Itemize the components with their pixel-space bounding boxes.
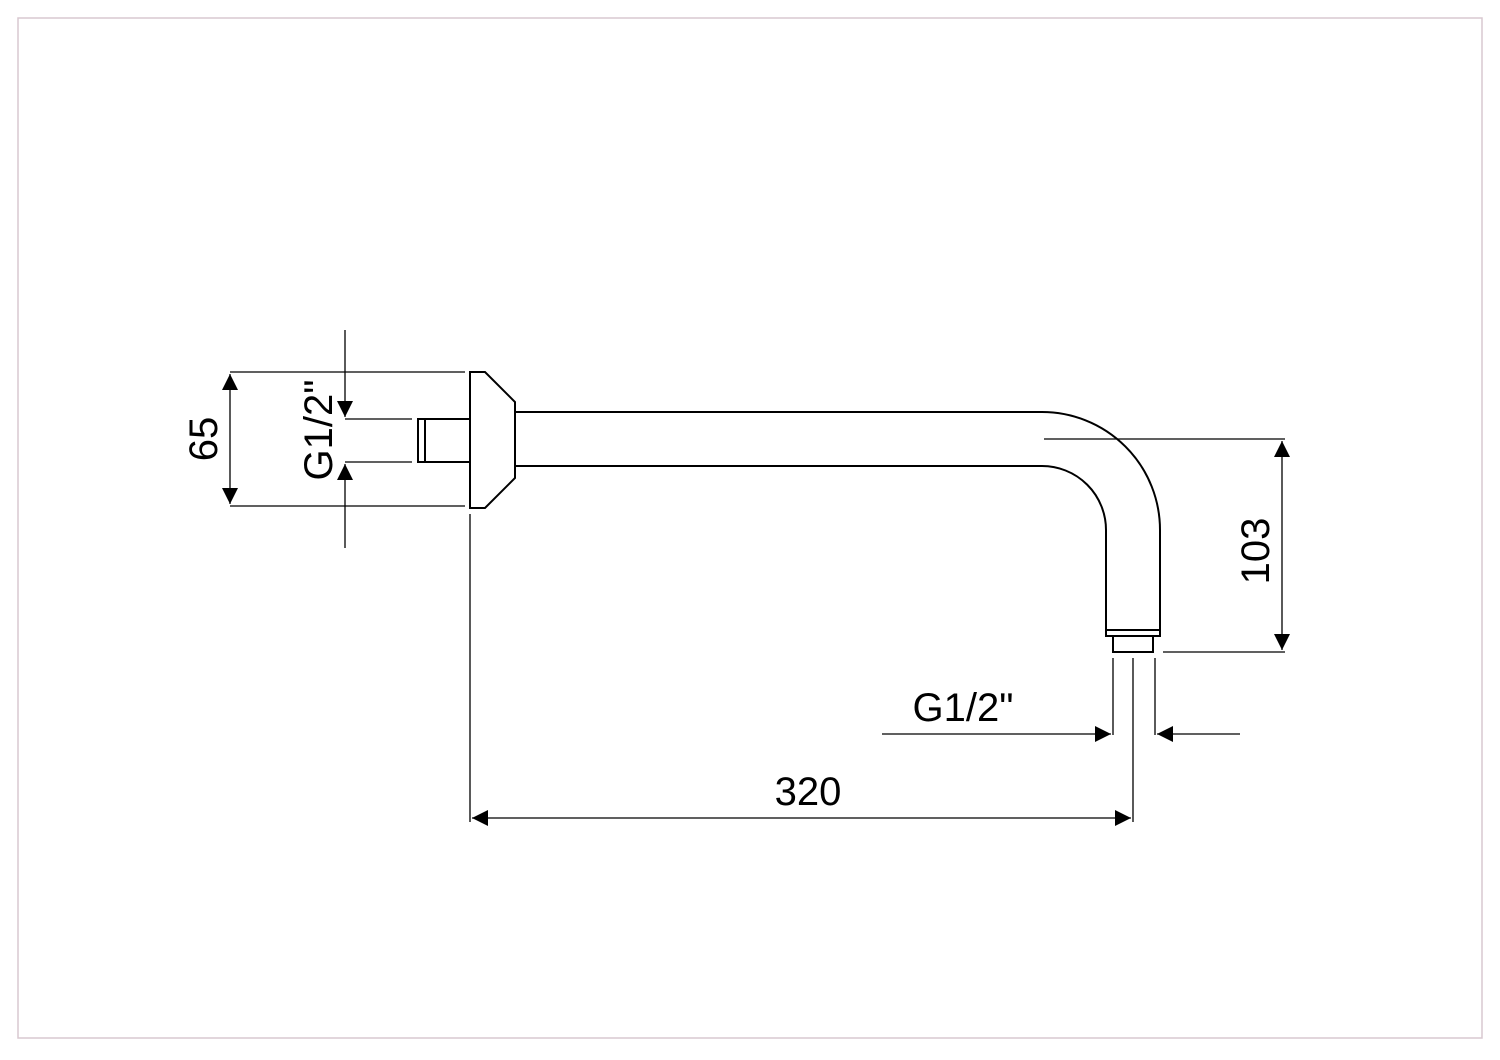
inlet-nipple — [417, 418, 471, 463]
dim-label-320: 320 — [775, 770, 842, 814]
arm-tube-inner — [515, 465, 1107, 630]
dim-label-65: 65 — [182, 417, 226, 462]
dim-label-103: 103 — [1234, 518, 1278, 585]
shower-arm — [417, 371, 1161, 653]
dim-label-inlet-thread: G1/2" — [297, 380, 341, 481]
wall-flange — [469, 371, 516, 509]
dim-label-outlet-thread: G1/2" — [913, 686, 1014, 730]
page-frame — [17, 17, 1483, 1039]
dimension-lines — [222, 330, 1290, 826]
outlet-thread — [1112, 635, 1154, 653]
arm-tube-outer — [515, 411, 1161, 630]
